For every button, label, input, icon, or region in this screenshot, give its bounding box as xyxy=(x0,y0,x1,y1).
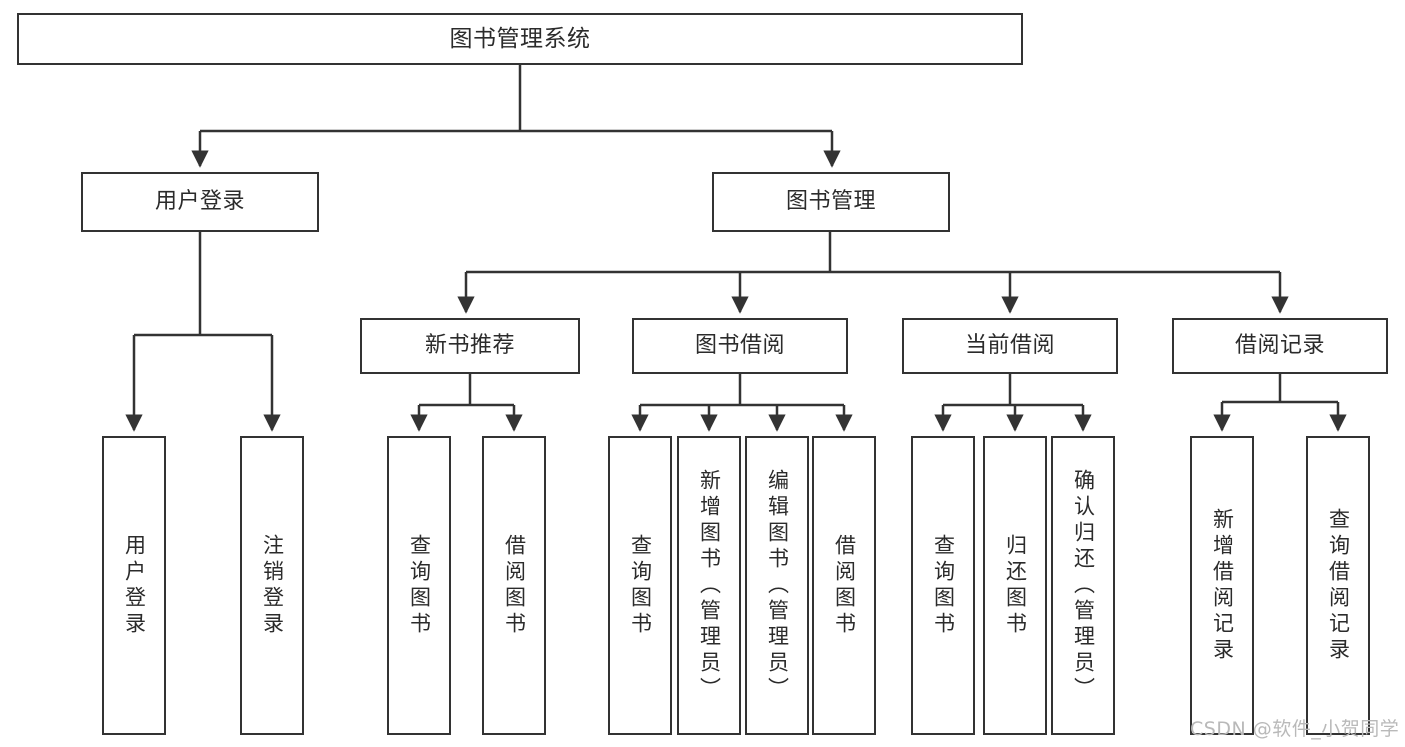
node-borrow-record-label: 借阅记录 xyxy=(1234,333,1325,359)
node-leaf-query-book-current[interactable]: 查询图书 xyxy=(911,436,975,735)
node-leaf-user-login-label: 用户登录 xyxy=(122,533,147,638)
node-user-login[interactable]: 用户登录 xyxy=(81,172,319,232)
node-leaf-query-book-borrow-label: 查询图书 xyxy=(628,533,653,638)
node-leaf-query-book-rec[interactable]: 查询图书 xyxy=(387,436,451,735)
node-book-borrow[interactable]: 图书借阅 xyxy=(632,318,848,374)
node-leaf-query-book-current-label: 查询图书 xyxy=(931,533,956,638)
node-leaf-query-book-rec-label: 查询图书 xyxy=(407,533,432,638)
node-leaf-edit-book-admin[interactable]: 编辑图书（管理员） xyxy=(745,436,809,735)
node-leaf-add-borrow-record[interactable]: 新增借阅记录 xyxy=(1190,436,1254,735)
node-leaf-query-borrow-record-label: 查询借阅记录 xyxy=(1326,507,1351,664)
csdn-watermark: CSDN @软件_小贺同学 xyxy=(1190,718,1400,740)
node-leaf-confirm-return-admin[interactable]: 确认归还（管理员） xyxy=(1051,436,1115,735)
node-book-management[interactable]: 图书管理 xyxy=(712,172,950,232)
node-root[interactable]: 图书管理系统 xyxy=(17,13,1023,65)
node-new-book-recommend-label: 新书推荐 xyxy=(424,333,515,359)
node-leaf-logout-label: 注销登录 xyxy=(260,533,285,638)
node-leaf-confirm-return-admin-label: 确认归还（管理员） xyxy=(1071,468,1096,703)
node-leaf-return-book[interactable]: 归还图书 xyxy=(983,436,1047,735)
node-leaf-add-borrow-record-label: 新增借阅记录 xyxy=(1210,507,1235,664)
node-new-book-recommend[interactable]: 新书推荐 xyxy=(360,318,580,374)
node-book-borrow-label: 图书借阅 xyxy=(694,333,785,359)
node-user-login-label: 用户登录 xyxy=(154,189,245,215)
node-leaf-borrow-book-rec-label: 借阅图书 xyxy=(502,533,527,638)
node-leaf-user-login[interactable]: 用户登录 xyxy=(102,436,166,735)
node-leaf-borrow-book-rec[interactable]: 借阅图书 xyxy=(482,436,546,735)
node-leaf-add-book-admin[interactable]: 新增图书（管理员） xyxy=(677,436,741,735)
node-leaf-query-borrow-record[interactable]: 查询借阅记录 xyxy=(1306,436,1370,735)
node-leaf-add-book-admin-label: 新增图书（管理员） xyxy=(697,468,722,703)
node-borrow-record[interactable]: 借阅记录 xyxy=(1172,318,1388,374)
node-book-management-label: 图书管理 xyxy=(785,189,876,215)
node-leaf-borrow-book[interactable]: 借阅图书 xyxy=(812,436,876,735)
node-root-label: 图书管理系统 xyxy=(449,25,591,52)
node-current-borrow-label: 当前借阅 xyxy=(964,333,1055,359)
node-leaf-query-book-borrow[interactable]: 查询图书 xyxy=(608,436,672,735)
node-current-borrow[interactable]: 当前借阅 xyxy=(902,318,1118,374)
node-leaf-return-book-label: 归还图书 xyxy=(1003,533,1028,638)
node-leaf-borrow-book-label: 借阅图书 xyxy=(832,533,857,638)
node-leaf-edit-book-admin-label: 编辑图书（管理员） xyxy=(765,468,790,703)
node-leaf-logout[interactable]: 注销登录 xyxy=(240,436,304,735)
